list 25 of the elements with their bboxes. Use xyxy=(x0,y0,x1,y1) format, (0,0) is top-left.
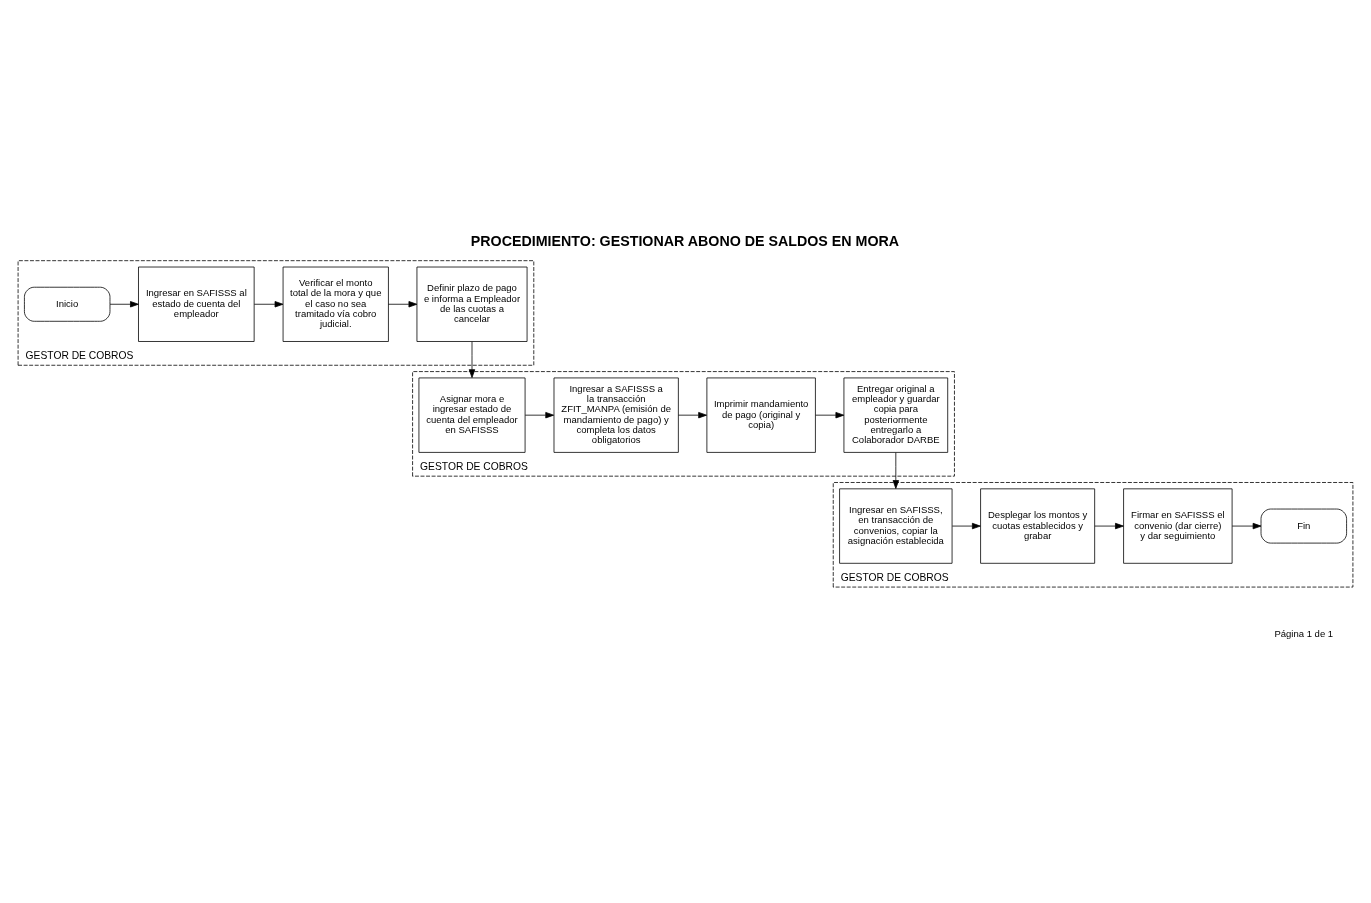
label: Página 1 de 1 xyxy=(1274,627,1334,639)
arrow xyxy=(1231,522,1262,529)
arrow xyxy=(524,411,555,418)
node-box: Ingresar en SAFISSS, en transacción de convenios, copiar la asignación establecida xyxy=(839,487,953,564)
arrow xyxy=(951,522,981,529)
arrow xyxy=(388,300,418,307)
node-box: Ingresar en SAFISSS al estado de cuenta del empleador xyxy=(138,266,255,342)
node-box: Definir plazo de pago e informa a Empleador de las cuotas a cancelar xyxy=(416,266,528,342)
arrow xyxy=(892,451,899,489)
diagram-title: PROCEDIMIENTO: GESTIONAR ABONO DE SALDOS EN MORA xyxy=(470,232,900,249)
node-box: Ingresar a SAFISSS a la transacción ZFIT_MANPA (emisión de mandamiento de pago) y completa los datos obligatorios xyxy=(553,377,679,453)
node-box: Entregar original a empleador y guardar copia para posteriormente entregarlo a Colaborador DARBE xyxy=(843,377,949,453)
arrow xyxy=(1094,522,1124,529)
arrow xyxy=(253,300,284,307)
node-box: Desplegar los montos y cuotas establecidos y grabar xyxy=(980,487,1096,564)
node-box: Asignar mora e ingresar estado de cuenta del empleador en SAFISSS xyxy=(418,377,526,453)
arrow xyxy=(815,411,845,418)
node-box: Firmar en SAFISSS el convenio (dar cierre) y dar seguimiento xyxy=(1123,487,1233,564)
arrow xyxy=(678,411,707,418)
arrow xyxy=(109,300,139,307)
node-box: Fin xyxy=(1260,508,1347,543)
node-box: Imprimir mandamiento de pago (original y copia) xyxy=(706,377,816,453)
node-box: Verificar el monto total de la mora y que el caso no sea tramitado vía cobro judicial. xyxy=(282,266,389,342)
node-box: Inicio xyxy=(24,286,111,322)
arrow xyxy=(468,340,476,378)
